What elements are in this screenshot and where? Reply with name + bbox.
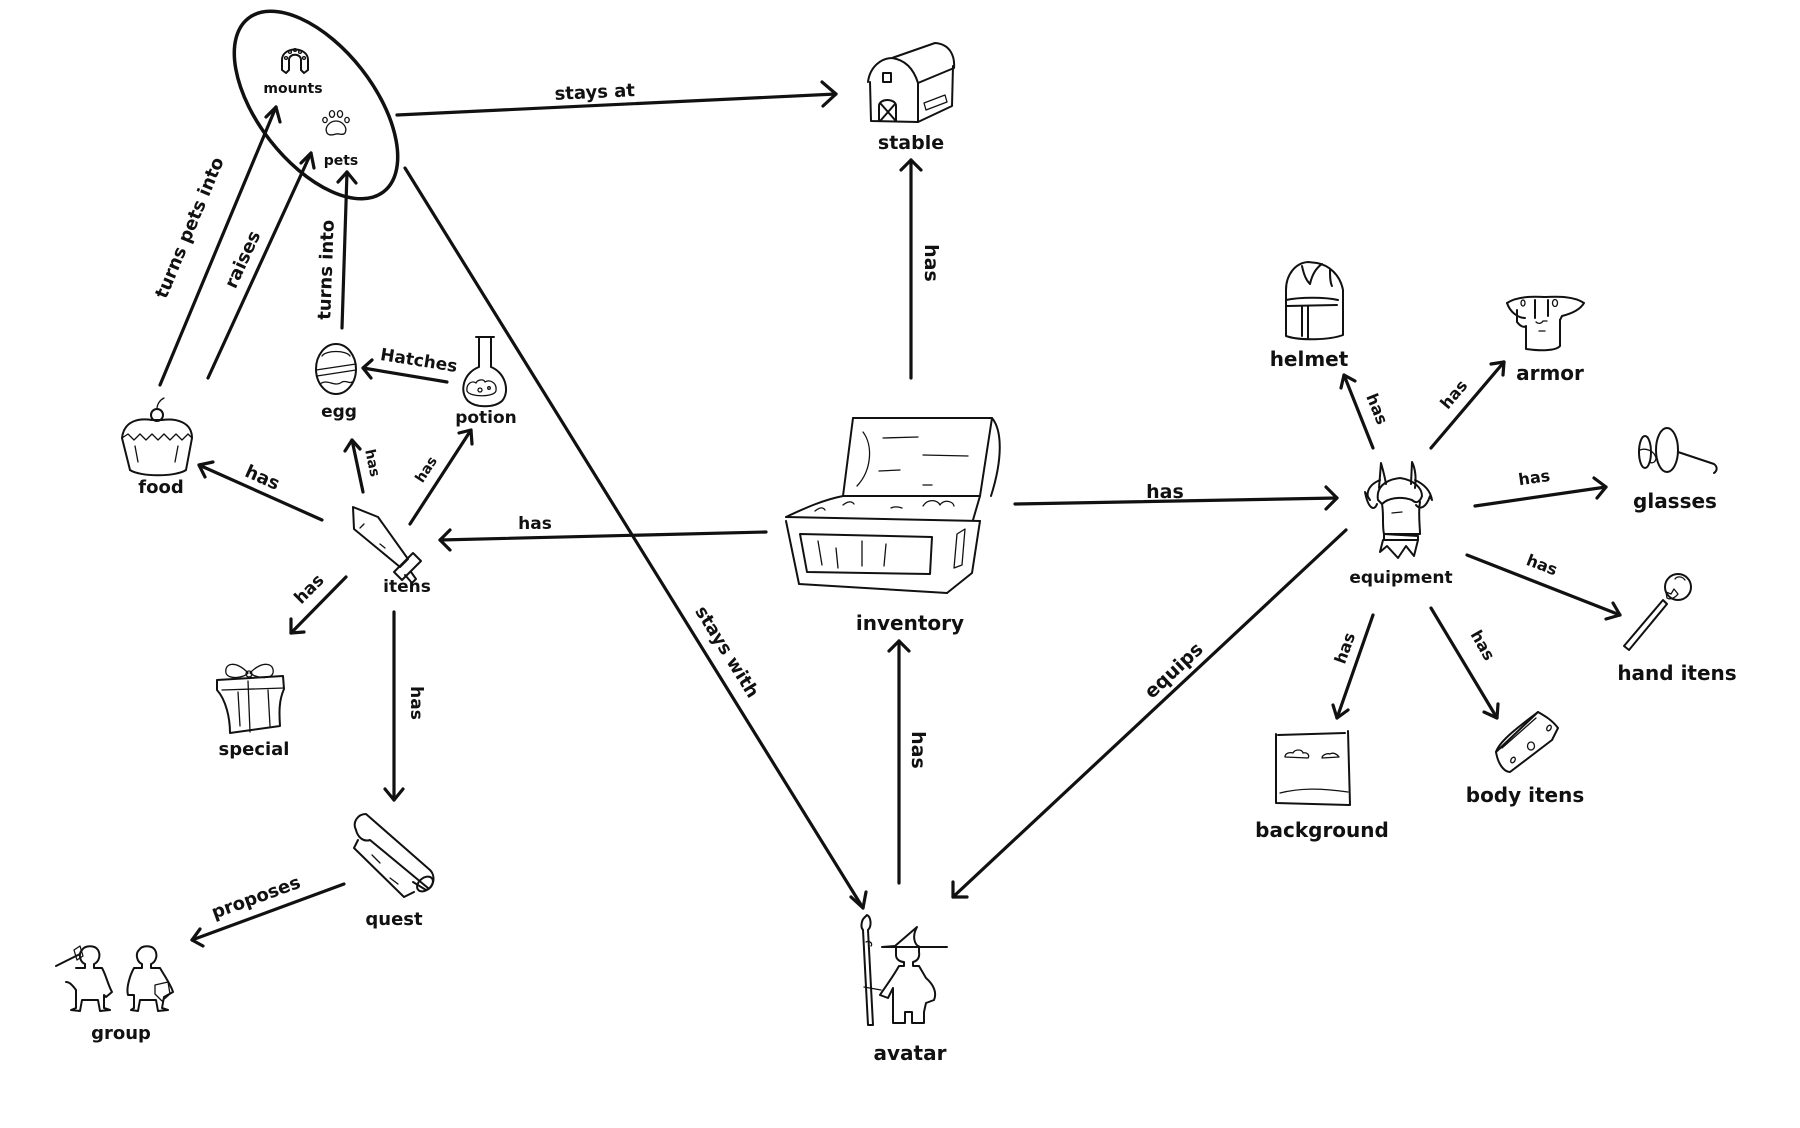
node-armor[interactable]: armor bbox=[1506, 295, 1585, 385]
edge-label-stays-at: stays at bbox=[554, 80, 636, 105]
edge-itens-has-potion: has bbox=[408, 428, 474, 526]
node-pets-mounts-group[interactable]: mounts pets bbox=[203, 0, 430, 227]
bracelet-icon bbox=[1495, 711, 1559, 773]
edge-label-equipment-has-body-itens: has bbox=[1467, 627, 1499, 664]
glasses-icon bbox=[1638, 427, 1718, 474]
node-glasses[interactable]: glasses bbox=[1633, 427, 1718, 513]
node-label-inventory: inventory bbox=[856, 611, 964, 635]
edge-inventory-has-stable: has bbox=[899, 158, 942, 380]
node-label-glasses: glasses bbox=[1633, 489, 1717, 513]
node-inventory[interactable]: inventory bbox=[785, 417, 1001, 635]
party-icon bbox=[55, 945, 174, 1012]
node-equipment[interactable]: equipment bbox=[1349, 461, 1453, 588]
edge-label-equipment-has-glasses: has bbox=[1517, 466, 1551, 489]
node-potion[interactable]: potion bbox=[455, 336, 517, 428]
paw-icon bbox=[322, 109, 350, 136]
node-hand-itens[interactable]: hand itens bbox=[1617, 573, 1737, 685]
cupcake-icon bbox=[121, 397, 193, 477]
node-food[interactable]: food bbox=[121, 397, 193, 498]
node-avatar[interactable]: avatar bbox=[860, 914, 948, 1065]
edge-label-itens-has-food: has bbox=[242, 461, 283, 495]
barn-icon bbox=[867, 42, 956, 123]
edge-itens-has-quest: has bbox=[383, 610, 426, 802]
edge-inventory-has-equipment: has bbox=[1013, 481, 1339, 511]
node-helmet[interactable]: helmet bbox=[1270, 261, 1349, 371]
edge-itens-has-egg: has bbox=[343, 438, 383, 494]
node-label-egg: egg bbox=[321, 402, 357, 422]
node-label-mounts: mounts bbox=[263, 81, 322, 97]
edge-label-equipment-has-hand-itens: has bbox=[1524, 550, 1560, 579]
edge-label-itens-has-egg: has bbox=[361, 448, 382, 478]
wand-icon bbox=[1623, 573, 1692, 651]
node-label-food: food bbox=[138, 477, 183, 498]
edge-equipment-has-hand-itens: has bbox=[1465, 550, 1622, 621]
node-label-itens: itens bbox=[383, 577, 431, 597]
landscape-frame-icon bbox=[1275, 730, 1351, 806]
potion-flask-icon bbox=[462, 336, 507, 408]
edge-raises: raises bbox=[206, 151, 316, 380]
node-label-hand-itens: hand itens bbox=[1617, 661, 1736, 685]
horseshoe-icon bbox=[281, 47, 309, 74]
sword-icon bbox=[352, 506, 422, 584]
edge-proposes: proposes bbox=[190, 872, 346, 948]
edge-label-avatar-has-inventory: has bbox=[907, 731, 929, 769]
edge-turns-into: turns into bbox=[314, 170, 358, 330]
edge-equipment-has-glasses: has bbox=[1473, 466, 1608, 508]
edge-equipment-has-background: has bbox=[1330, 613, 1375, 720]
edge-label-equipment-has-background: has bbox=[1330, 630, 1359, 666]
edge-label-turns-pets-into: turns pets into bbox=[151, 154, 228, 301]
edge-equipment-has-helmet: has bbox=[1339, 373, 1392, 450]
edge-avatar-has-inventory: has bbox=[887, 639, 929, 885]
edge-equipment-has-body-itens: has bbox=[1429, 606, 1500, 720]
edge-label-raises: raises bbox=[221, 228, 265, 292]
group-ellipse bbox=[232, 9, 400, 201]
edge-label-turns-into: turns into bbox=[314, 219, 338, 320]
egg-icon bbox=[315, 343, 357, 395]
breastplate-icon bbox=[1506, 295, 1585, 352]
node-label-group: group bbox=[91, 1023, 151, 1044]
node-quest[interactable]: quest bbox=[353, 813, 436, 930]
node-itens[interactable]: itens bbox=[352, 506, 431, 597]
node-label-avatar: avatar bbox=[874, 1041, 947, 1065]
edge-label-inventory-has-stable: has bbox=[920, 244, 942, 282]
edge-equipment-has-armor: has bbox=[1429, 360, 1506, 450]
node-label-potion: potion bbox=[455, 408, 517, 428]
wizard-icon bbox=[860, 914, 948, 1026]
node-label-helmet: helmet bbox=[1270, 347, 1349, 371]
node-label-stable: stable bbox=[878, 132, 944, 154]
chest-icon bbox=[785, 417, 1001, 594]
node-label-background: background bbox=[1255, 818, 1389, 842]
node-label-quest: quest bbox=[365, 909, 423, 930]
node-stable[interactable]: stable bbox=[867, 42, 956, 154]
edge-inventory-has-itens: has bbox=[438, 514, 768, 552]
node-body-itens[interactable]: body itens bbox=[1466, 711, 1585, 807]
edge-label-inventory-has-itens: has bbox=[518, 514, 552, 534]
edge-itens-has-special: has bbox=[289, 570, 348, 635]
scroll-icon bbox=[353, 813, 435, 898]
helmet-icon bbox=[1285, 261, 1344, 341]
node-label-equipment: equipment bbox=[1349, 568, 1452, 588]
edge-stays-at: stays at bbox=[395, 80, 838, 117]
node-egg[interactable]: egg bbox=[315, 343, 357, 422]
node-label-special: special bbox=[219, 739, 290, 760]
armor-set-icon bbox=[1364, 461, 1433, 559]
edge-hatches: Hatches bbox=[361, 345, 459, 384]
edge-label-inventory-has-equipment: has bbox=[1146, 481, 1184, 503]
node-label-body-itens: body itens bbox=[1466, 783, 1585, 807]
node-label-pets: pets bbox=[324, 153, 359, 169]
gift-icon bbox=[216, 663, 285, 734]
node-label-armor: armor bbox=[1516, 361, 1584, 385]
edge-label-equipment-has-helmet: has bbox=[1362, 391, 1391, 428]
edge-label-itens-has-quest: has bbox=[406, 686, 426, 720]
edge-itens-has-food: has bbox=[197, 460, 324, 522]
node-background[interactable]: background bbox=[1255, 730, 1389, 842]
node-special[interactable]: special bbox=[216, 663, 290, 760]
node-group[interactable]: group bbox=[55, 945, 174, 1044]
